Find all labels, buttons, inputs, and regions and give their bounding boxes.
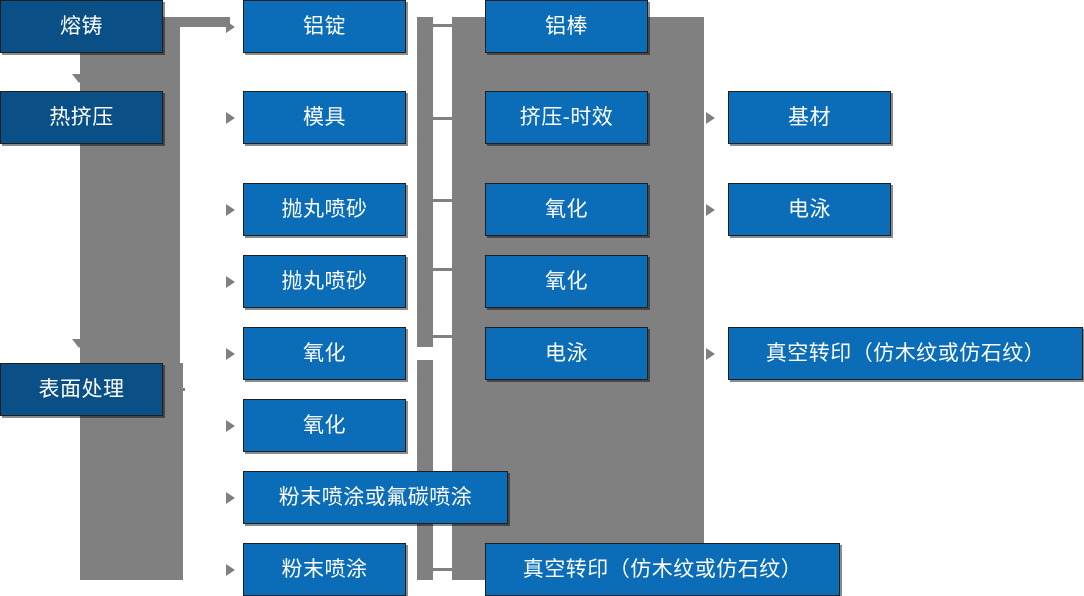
connector-bar-left-lower [163,363,183,580]
proc-shot-blasting-1[interactable]: 抛丸喷砂 [243,183,406,236]
out-electrophoresis[interactable]: 电泳 [728,183,891,236]
stage-melt-cast[interactable]: 熔铸 [0,0,163,53]
sec-extrusion-aging[interactable]: 挤压-时效 [485,91,648,144]
arrow-right-to-shot-blasting-1 [226,204,235,216]
proc-powder-or-fluorocarbon-spray[interactable]: 粉末喷涂或氟碳喷涂 [243,471,508,524]
proc-aluminum-ingot[interactable]: 铝锭 [243,0,406,53]
proc-mold[interactable]: 模具 [243,91,406,144]
arrow-right-to-electrophoresis [706,204,715,216]
sec-vacuum-transfer-print[interactable]: 真空转印（仿木纹或仿石纹） [485,543,840,596]
connector-stub-mid-6 [430,568,454,571]
sec-aluminum-bar[interactable]: 铝棒 [485,0,648,53]
arrow-right-to-mold [226,112,235,124]
arrow-right-to-substrate [706,112,715,124]
sec-oxidation-1[interactable]: 氧化 [485,183,648,236]
connector-bar-mid [417,17,433,347]
connector-stub-mid-5 [430,335,454,338]
stage-surface-treatment[interactable]: 表面处理 [0,363,163,416]
sec-electrophoresis[interactable]: 电泳 [485,327,648,380]
connector-stub-mid-4 [430,268,454,271]
out-substrate[interactable]: 基材 [728,91,891,144]
connector-bar-mid-lower [417,360,433,580]
arrow-right-to-aluminum-ingot [226,21,235,33]
arrow-down-to-surface-treatment [72,339,86,348]
proc-oxidation-2[interactable]: 氧化 [243,399,406,452]
connector-stub-mid-1 [430,24,454,27]
arrow-right-to-oxidation-2 [226,420,235,432]
proc-shot-blasting-2[interactable]: 抛丸喷砂 [243,255,406,308]
arrow-right-to-oxidation-1 [226,348,235,360]
arrow-right-to-vacuum-transfer-print [706,348,715,360]
out-vacuum-transfer-print[interactable]: 真空转印（仿木纹或仿石纹） [728,327,1083,380]
connector-stub-surface-treatment [160,388,185,391]
arrow-down-to-hot-extrusion [72,74,86,83]
proc-powder-spray[interactable]: 粉末喷涂 [243,543,406,596]
connector-stub-mid-3 [430,199,454,202]
connector-stub-mid-2 [430,117,454,120]
arrow-right-to-powder-spray [226,564,235,576]
sec-oxidation-2[interactable]: 氧化 [485,255,648,308]
arrow-right-to-shot-blasting-2 [226,276,235,288]
arrow-right-to-powder-or-fluorocarbon-spray [226,492,235,504]
connector-stub-melt-cast [160,17,230,27]
proc-oxidation-1[interactable]: 氧化 [243,327,406,380]
stage-hot-extrusion[interactable]: 热挤压 [0,91,163,144]
